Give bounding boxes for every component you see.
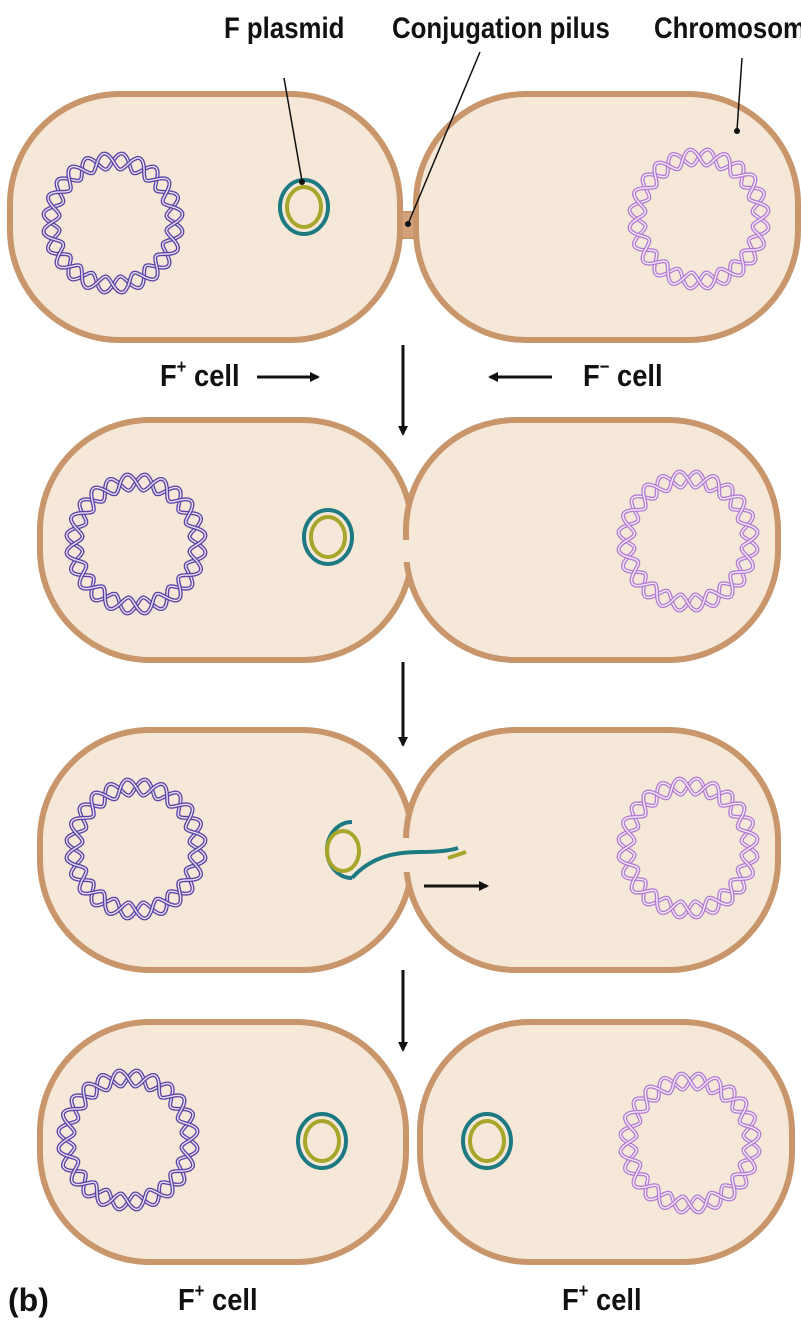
f-plus-cell-2 bbox=[40, 420, 412, 660]
chromosome-label: Chromosom bbox=[654, 12, 801, 46]
f-plus-cell-5 bbox=[420, 1022, 792, 1262]
pilus-leader-dot bbox=[405, 221, 411, 227]
contact-bridge-3 bbox=[403, 838, 415, 872]
f-minus-cell-2 bbox=[406, 420, 778, 660]
conjugation-pilus-label: Conjugation pilus bbox=[392, 12, 610, 46]
contact-bridge-2 bbox=[403, 540, 415, 562]
panel-label: (b) bbox=[8, 1282, 49, 1319]
f-minus-cell-label-top: F− cell bbox=[583, 358, 663, 394]
f-plus-cell-label-bottom-right: F+ cell bbox=[562, 1282, 642, 1318]
f-minus-cell-3 bbox=[406, 730, 778, 970]
f-plasmid-leader-dot bbox=[299, 179, 305, 185]
chromosome-leader-dot bbox=[734, 128, 740, 134]
f-plus-cell-3 bbox=[40, 730, 412, 970]
f-plus-cell-1 bbox=[10, 94, 400, 340]
f-minus-cell-1 bbox=[416, 94, 798, 340]
f-plus-cell-label-bottom-left: F+ cell bbox=[178, 1282, 258, 1318]
f-plus-cell-label-top: F+ cell bbox=[160, 358, 240, 394]
f-plasmid-label: F plasmid bbox=[224, 12, 344, 46]
f-plus-cell-4 bbox=[40, 1022, 406, 1262]
